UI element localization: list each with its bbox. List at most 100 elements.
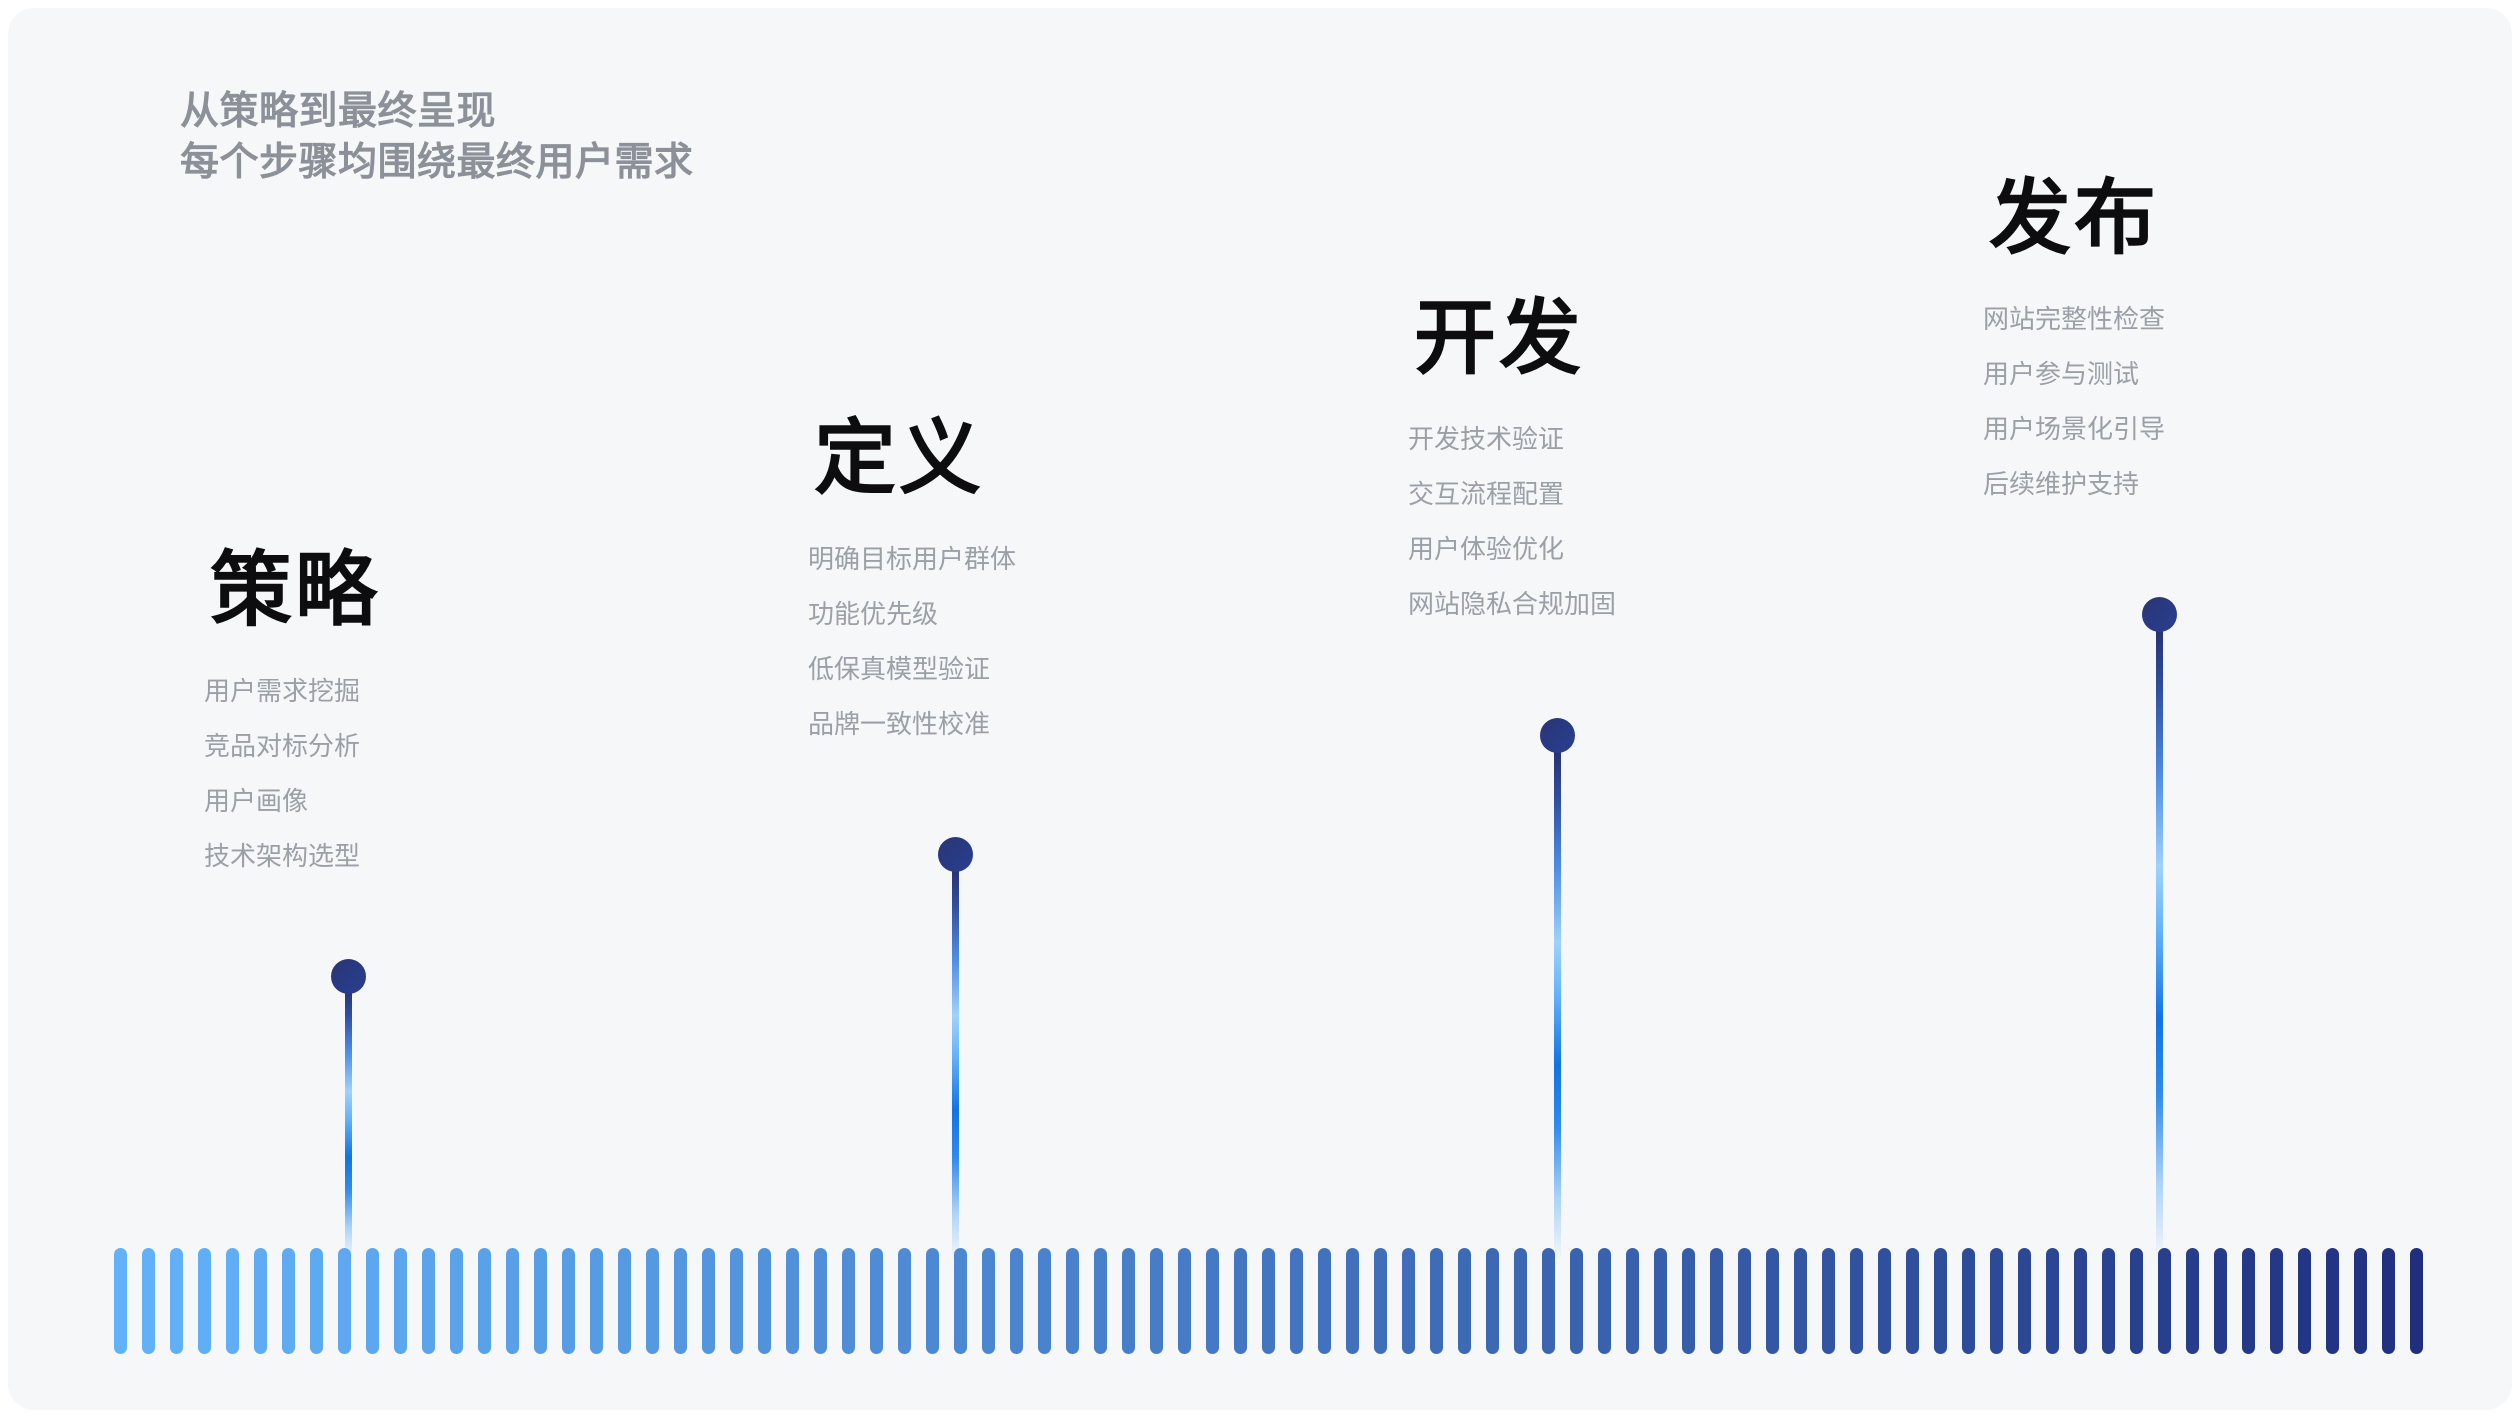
timeline-tick	[1150, 1248, 1163, 1354]
timeline-tick	[1122, 1248, 1135, 1354]
milestone-dot-1[interactable]	[331, 959, 366, 994]
timeline-tick	[730, 1248, 743, 1354]
timeline-tick	[1094, 1248, 1107, 1354]
timeline-tick	[1374, 1248, 1387, 1354]
timeline-tick	[338, 1248, 351, 1354]
timeline-tick	[590, 1248, 603, 1354]
timeline-tick	[450, 1248, 463, 1354]
timeline-tick	[506, 1248, 519, 1354]
page-title: 从策略到最终呈现 每个步骤均围绕最终用户需求	[180, 86, 694, 189]
timeline-tick	[674, 1248, 687, 1354]
milestone-items-1: 用户需求挖掘 竞品对标分析 用户画像 技术架构选型	[204, 678, 380, 869]
timeline-tick	[1598, 1248, 1611, 1354]
timeline-tick	[2214, 1248, 2227, 1354]
list-item: 用户参与测试	[1983, 359, 2140, 389]
milestone-column-1[interactable]: 策略 用户需求挖掘 竞品对标分析 用户画像 技术架构选型	[204, 550, 380, 870]
timeline-tick	[954, 1248, 967, 1354]
timeline-tick	[1654, 1248, 1667, 1354]
timeline-tick	[1514, 1248, 1527, 1354]
timeline-tick	[926, 1248, 939, 1354]
timeline-tick	[1822, 1248, 1835, 1354]
timeline-tick	[898, 1248, 911, 1354]
timeline-tick	[870, 1248, 883, 1354]
timeline-tick	[394, 1248, 407, 1354]
timeline-tick	[2046, 1248, 2059, 1354]
timeline-tick	[366, 1248, 379, 1354]
list-item: 品牌一致性校准	[808, 709, 991, 739]
list-item: 用户画像	[204, 786, 309, 816]
timeline-tick	[1066, 1248, 1079, 1354]
milestone-column-2[interactable]: 定义 明确目标用户群体 功能优先级 低保真模型验证 品牌一致性校准	[808, 418, 1016, 738]
timeline-tick	[2270, 1248, 2283, 1354]
timeline-tick	[422, 1248, 435, 1354]
connector-stem-3	[1554, 747, 1561, 1260]
timeline-tick	[1794, 1248, 1807, 1354]
timeline-tick	[2242, 1248, 2255, 1354]
timeline-tick	[1290, 1248, 1303, 1354]
timeline-tick	[254, 1248, 267, 1354]
milestone-dot-2[interactable]	[938, 837, 973, 872]
milestone-title-4: 发布	[1989, 173, 2160, 264]
list-item: 用户需求挖掘	[204, 676, 361, 706]
timeline-tick	[310, 1248, 323, 1354]
heading-line-1: 从策略到最终呈现	[180, 90, 497, 133]
milestone-dot-4[interactable]	[2142, 597, 2177, 632]
timeline-tick	[2158, 1248, 2171, 1354]
timeline-tick	[1346, 1248, 1359, 1354]
list-item: 开发技术验证	[1408, 424, 1565, 454]
connector-stem-4	[2156, 626, 2163, 1260]
milestone-items-2: 明确目标用户群体 功能优先级 低保真模型验证 品牌一致性校准	[808, 546, 1016, 737]
timeline-tick	[2382, 1248, 2395, 1354]
timeline-tick	[1234, 1248, 1247, 1354]
timeline-tick	[1682, 1248, 1695, 1354]
milestone-items-3: 开发技术验证 交互流程配置 用户体验优化 网站隐私合规加固	[1408, 426, 1616, 617]
timeline-tick	[534, 1248, 547, 1354]
timeline-tick	[198, 1248, 211, 1354]
timeline-tick	[226, 1248, 239, 1354]
connector-stem-1	[345, 988, 352, 1260]
list-item: 网站完整性检查	[1983, 304, 2166, 334]
list-item: 低保真模型验证	[808, 654, 991, 684]
timeline-tick	[2074, 1248, 2087, 1354]
timeline-tick	[1710, 1248, 1723, 1354]
timeline-tick	[1542, 1248, 1555, 1354]
timeline-tick	[114, 1248, 127, 1354]
timeline-tick	[1626, 1248, 1639, 1354]
timeline-tick	[1178, 1248, 1191, 1354]
timeline-tick	[282, 1248, 295, 1354]
timeline-tick	[1430, 1248, 1443, 1354]
timeline-tick	[702, 1248, 715, 1354]
timeline-tick	[2354, 1248, 2367, 1354]
list-item: 竞品对标分析	[204, 731, 361, 761]
content-card: 从策略到最终呈现 每个步骤均围绕最终用户需求 策略 用户需求挖掘 竞品对标分析 …	[8, 8, 2512, 1410]
milestone-column-4[interactable]: 发布 网站完整性检查 用户参与测试 用户场景化引导 后续维护支持	[1983, 173, 2165, 498]
timeline-tick	[982, 1248, 995, 1354]
list-item: 明确目标用户群体	[808, 544, 1017, 574]
timeline-tick	[1486, 1248, 1499, 1354]
list-item: 用户场景化引导	[1983, 414, 2166, 444]
timeline-tick	[1990, 1248, 2003, 1354]
timeline-tick	[758, 1248, 771, 1354]
timeline-tick	[1402, 1248, 1415, 1354]
timeline-tick	[814, 1248, 827, 1354]
timeline-tick	[2102, 1248, 2115, 1354]
timeline-tick	[1010, 1248, 1023, 1354]
connector-stem-2	[952, 866, 959, 1260]
milestone-column-3[interactable]: 开发 开发技术验证 交互流程配置 用户体验优化 网站隐私合规加固	[1408, 293, 1616, 618]
list-item: 技术架构选型	[204, 841, 361, 871]
timeline-tick	[1458, 1248, 1471, 1354]
milestone-title-3: 开发	[1414, 293, 1585, 384]
timeline-tick	[1038, 1248, 1051, 1354]
timeline-tick	[1766, 1248, 1779, 1354]
timeline-tick	[1850, 1248, 1863, 1354]
timeline-tick	[170, 1248, 183, 1354]
milestone-items-4: 网站完整性检查 用户参与测试 用户场景化引导 后续维护支持	[1983, 306, 2165, 497]
list-item: 交互流程配置	[1408, 479, 1565, 509]
milestone-dot-3[interactable]	[1540, 718, 1575, 753]
heading-line-2: 每个步骤均围绕最终用户需求	[180, 141, 694, 185]
timeline-tick	[2410, 1248, 2423, 1354]
timeline-tick	[1262, 1248, 1275, 1354]
timeline-tick	[1906, 1248, 1919, 1354]
list-item: 用户体验优化	[1408, 534, 1565, 564]
